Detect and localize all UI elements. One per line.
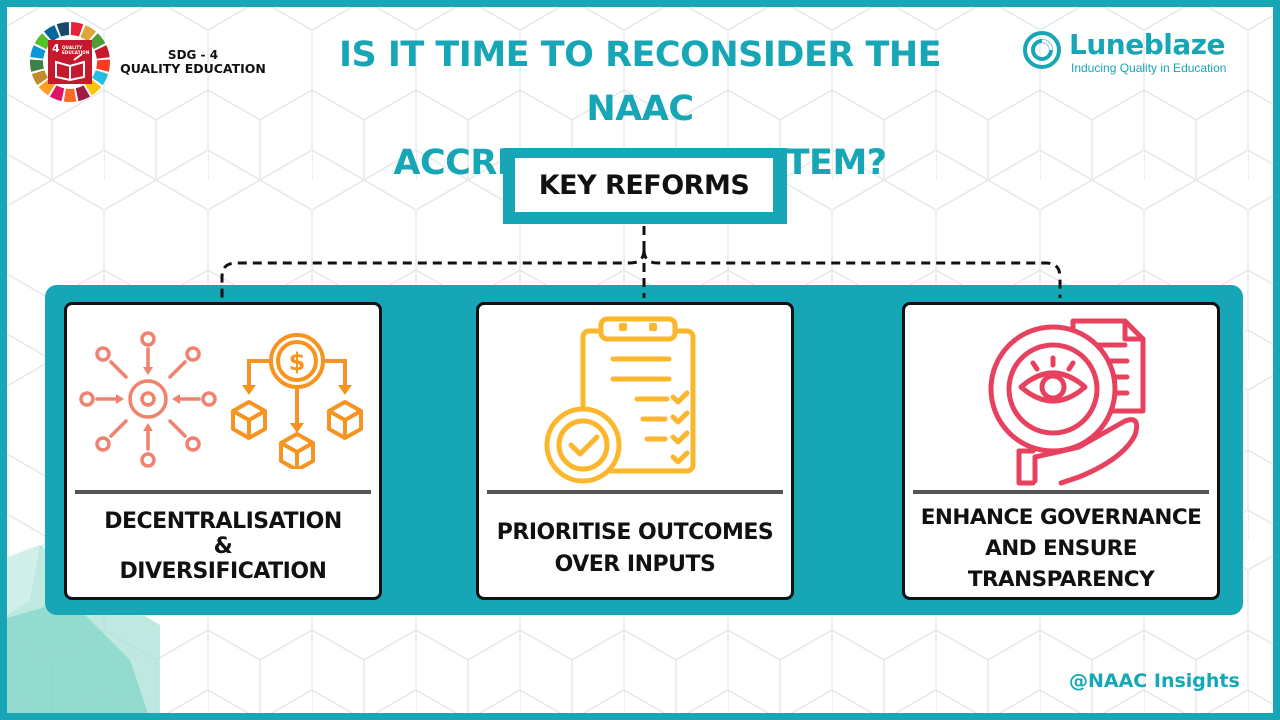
sdg-wheel-segment — [96, 59, 110, 72]
sdg-wheel-segment — [56, 22, 70, 37]
sdg-label-line2: QUALITY EDUCATION — [120, 61, 266, 76]
reform-label-decentralisation: DECENTRALISATION & DIVERSIFICATION — [67, 509, 379, 584]
title-line1: IS IT TIME TO RECONSIDER THE NAAC — [338, 35, 942, 129]
svg-text:$: $ — [289, 348, 306, 376]
svg-text:QUALITY: QUALITY — [62, 45, 83, 50]
key-reforms-box: KEY REFORMS — [503, 148, 787, 224]
sdg-label-line1: SDG - 4 — [167, 48, 219, 62]
sdg-label: SDG - 4 QUALITY EDUCATION — [108, 48, 278, 76]
reform-3-line2: AND ENSURE — [985, 536, 1137, 561]
reform-1-line1: DECENTRALISATION — [104, 509, 342, 534]
brand-tagline: Inducing Quality in Education — [1071, 61, 1227, 75]
luneblaze-mark-icon — [1023, 31, 1061, 69]
reform-3-line3: TRANSPARENCY — [967, 567, 1155, 592]
sdg-wheel-segment — [80, 25, 97, 42]
sdg-badge-number: 4 — [52, 42, 60, 55]
reform-label-outcomes: PRIORITISE OUTCOMES OVER INPUTS — [479, 517, 791, 581]
brand-name: Luneblaze — [1069, 28, 1226, 61]
sdg-wheel-segment — [63, 88, 77, 102]
reform-1-line3: DIVERSIFICATION — [119, 559, 327, 584]
sdg-wheel-segment — [49, 85, 65, 102]
eye-document-hand-icon — [988, 318, 1146, 486]
social-handle: @NAAC Insights — [1069, 670, 1240, 692]
sdg-wheel-segment — [92, 70, 109, 86]
brand-logo: Luneblaze Inducing Quality in Education — [1022, 28, 1262, 78]
reform-2-line1: PRIORITISE OUTCOMES — [496, 520, 774, 545]
sdg-wheel-segment — [88, 33, 106, 50]
sdg-wheel-segment — [30, 59, 44, 72]
reform-1-line2: & — [213, 534, 233, 559]
reform-card-governance: ENHANCE GOVERNANCE AND ENSURE TRANSPAREN… — [902, 302, 1220, 600]
sdg-wheel-segment — [34, 33, 52, 50]
reform-label-governance: ENHANCE GOVERNANCE AND ENSURE TRANSPAREN… — [905, 502, 1217, 595]
card-divider — [487, 490, 783, 494]
sdg-wheel-segment — [75, 85, 91, 102]
sdg-wheel-segment — [70, 22, 84, 37]
key-reforms-label: KEY REFORMS — [515, 158, 773, 212]
sdg-wheel-segment — [31, 70, 48, 86]
decentralise-distribute-icon: $ — [79, 331, 363, 469]
reform-card-outcomes: PRIORITISE OUTCOMES OVER INPUTS — [476, 302, 794, 600]
sdg-wheel-segment — [30, 45, 46, 59]
card-divider — [913, 490, 1209, 494]
sdg-wheel-segment — [94, 45, 110, 59]
svg-text:EDUCATION: EDUCATION — [62, 50, 90, 55]
sdg-wheel-icon: 4 QUALITY EDUCATION — [30, 22, 110, 102]
reform-card-decentralisation: $ DECENTRALISATION & DIVERSIFICATION — [64, 302, 382, 600]
card-divider — [75, 490, 371, 494]
checklist-approval-icon — [544, 316, 696, 484]
reform-3-line1: ENHANCE GOVERNANCE — [920, 505, 1202, 530]
reform-2-line2: OVER INPUTS — [554, 552, 716, 577]
sdg-wheel-segment — [43, 25, 60, 42]
